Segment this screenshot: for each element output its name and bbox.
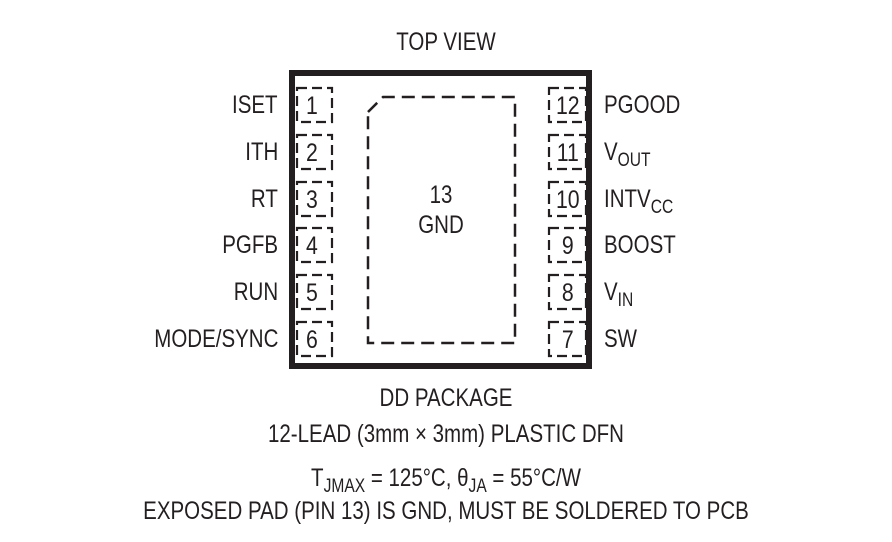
right-pin-pads bbox=[547, 86, 588, 358]
tj-value: = 125°C, bbox=[365, 464, 458, 492]
pin-label-vin-sub: IN bbox=[617, 290, 634, 311]
pin-label-pgfb: PGFB bbox=[222, 231, 278, 259]
pin-label-vin-text: V bbox=[604, 278, 618, 306]
pin-label-vout-text: V bbox=[604, 138, 618, 166]
package-name: DD PACKAGE bbox=[379, 384, 513, 412]
pin-number-10: 10 bbox=[556, 185, 580, 213]
pin-number-1: 1 bbox=[306, 91, 318, 119]
pin-pad-7 bbox=[547, 320, 588, 358]
left-pin-pads bbox=[295, 86, 334, 358]
pin-number-5: 5 bbox=[306, 278, 318, 306]
package-description: 12-LEAD (3mm × 3mm) PLASTIC DFN bbox=[268, 420, 624, 448]
tj-label: T bbox=[311, 464, 324, 492]
pin-label-rt: RT bbox=[251, 185, 278, 213]
pin-label-mode-sync: MODE/SYNC bbox=[153, 325, 278, 353]
thermal-specs: TJMAX = 125°C, θJA = 55°C/W bbox=[80, 464, 811, 498]
package-body bbox=[289, 70, 592, 369]
pin-label-pgood: PGOOD bbox=[604, 90, 680, 120]
theta-sub: JA bbox=[468, 476, 487, 497]
pin-pad-11 bbox=[547, 133, 588, 171]
pin-label-ith: ITH bbox=[244, 138, 278, 166]
pin-label-intvcc-sub: CC bbox=[650, 197, 674, 218]
pin-pad-6 bbox=[295, 320, 334, 358]
pin-pad-12 bbox=[547, 86, 588, 124]
pin-pad-9 bbox=[547, 226, 588, 264]
exposed-pad-label: 13 GND bbox=[400, 180, 482, 240]
pin-number-9: 9 bbox=[562, 231, 574, 259]
pin-number-11: 11 bbox=[557, 138, 579, 166]
pin-label-vout: VOUT bbox=[604, 137, 651, 176]
pin-label-boost: BOOST bbox=[604, 230, 676, 260]
pin-pad-3 bbox=[295, 180, 334, 218]
pin-label-vin: VIN bbox=[604, 277, 633, 316]
pin-number-3: 3 bbox=[306, 185, 318, 213]
pin-label-boost-text: BOOST bbox=[604, 231, 676, 259]
pin-label-pgood-text: PGOOD bbox=[604, 91, 681, 119]
pin-number-8: 8 bbox=[562, 278, 574, 306]
diagram-title: TOP VIEW bbox=[396, 28, 496, 56]
pin-pad-5 bbox=[295, 273, 334, 311]
pin-label-sw-text: SW bbox=[604, 325, 638, 353]
pin-label-sw: SW bbox=[604, 324, 637, 354]
pin-number-2: 2 bbox=[306, 138, 318, 166]
tj-sub: JMAX bbox=[323, 476, 366, 497]
pin-label-intvcc-text: INTV bbox=[604, 185, 651, 213]
pin-label-run: RUN bbox=[233, 278, 278, 306]
pin-label-iset: ISET bbox=[232, 91, 278, 119]
pin-pad-1 bbox=[295, 86, 334, 124]
pin-pad-4 bbox=[295, 226, 334, 264]
exposed-pad-name: GND bbox=[418, 211, 464, 239]
pin-label-intvcc: INTVCC bbox=[604, 184, 673, 223]
pin-pad-10 bbox=[547, 180, 588, 218]
pin-number-6: 6 bbox=[306, 325, 318, 353]
theta-label: θ bbox=[457, 464, 469, 492]
pin-number-4: 4 bbox=[306, 231, 318, 259]
pin-label-vout-sub: OUT bbox=[617, 150, 651, 171]
pin-pad-8 bbox=[547, 273, 588, 311]
pin-pad-2 bbox=[295, 133, 334, 171]
exposed-pad-number: 13 bbox=[429, 181, 453, 209]
theta-value: = 55°C/W bbox=[486, 464, 581, 492]
pin-number-7: 7 bbox=[562, 325, 574, 353]
pin-number-12: 12 bbox=[556, 91, 580, 119]
exposed-pad-note: EXPOSED PAD (PIN 13) IS GND, MUST BE SOL… bbox=[143, 497, 749, 525]
exposed-pad-outline bbox=[366, 95, 517, 345]
